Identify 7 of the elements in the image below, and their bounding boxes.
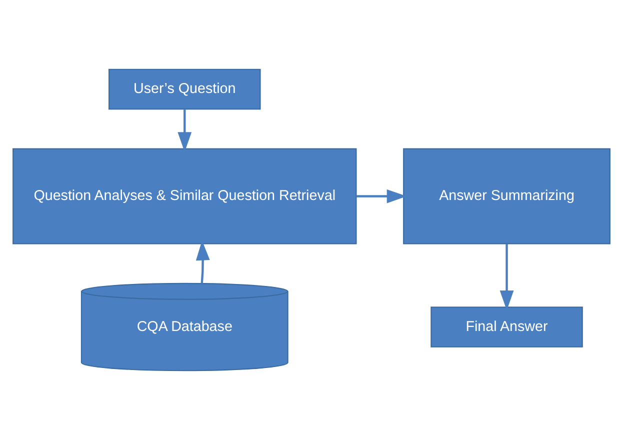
- arrow: [356, 188, 407, 203]
- node-box: Answer Summarizing: [403, 148, 610, 244]
- node-box: Final Answer: [430, 306, 583, 347]
- node-box: User’s Question: [108, 68, 261, 110]
- node-box: Question Analyses & Similar Question Retrieval: [12, 148, 357, 244]
- arrow: [178, 109, 192, 152]
- arrow: [500, 243, 514, 310]
